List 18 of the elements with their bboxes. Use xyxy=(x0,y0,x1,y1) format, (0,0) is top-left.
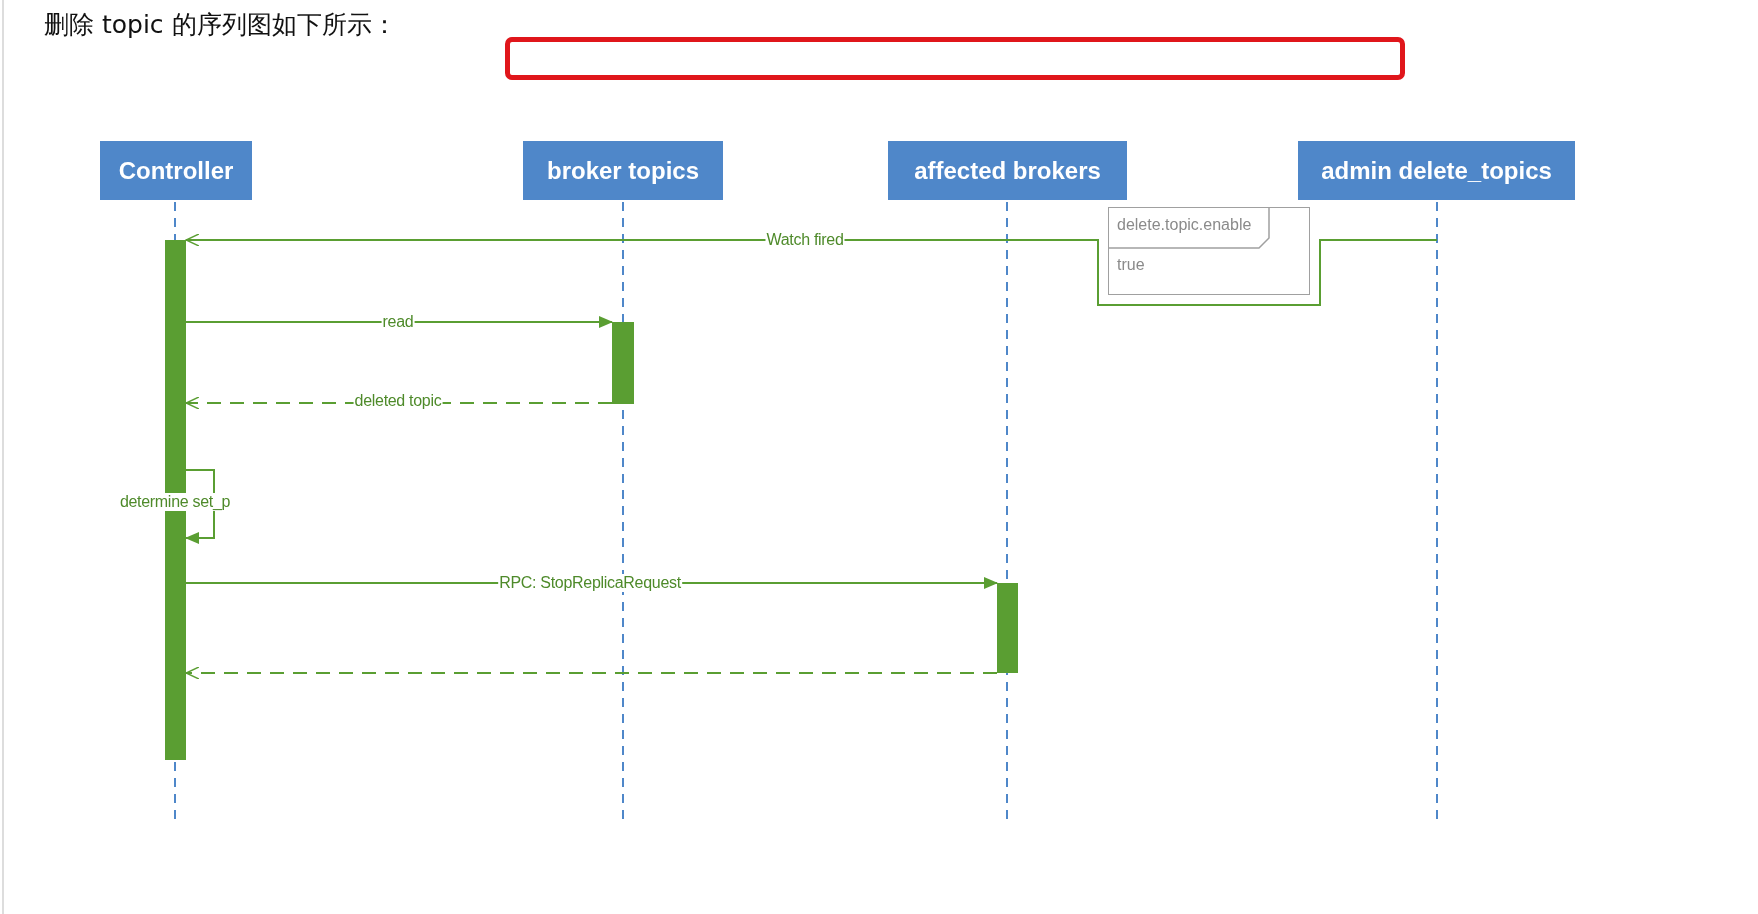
participant-box: admin delete_topics xyxy=(1298,141,1575,200)
message-arrow xyxy=(185,316,613,328)
edge-label: RPC: StopReplicaRequest xyxy=(498,574,682,592)
self-message-arrow xyxy=(185,469,215,544)
activation-bar xyxy=(612,322,634,404)
message-arrow xyxy=(185,233,1438,306)
highlight-frame xyxy=(505,37,1405,80)
activation-bar xyxy=(997,583,1018,673)
note-title: delete.topic.enable xyxy=(1117,216,1252,234)
note-box xyxy=(1108,207,1310,295)
heading: 删除 topic 的序列图如下所示： xyxy=(44,9,397,41)
participant-box: Controller xyxy=(100,141,252,200)
participant-box: affected brokers xyxy=(888,141,1127,200)
edge-label: determine set_p xyxy=(118,493,232,511)
return-arrow xyxy=(185,666,998,680)
participant-box: broker topics xyxy=(523,141,723,200)
edge-label: deleted topic xyxy=(353,392,443,410)
note-text: true xyxy=(1117,256,1145,274)
